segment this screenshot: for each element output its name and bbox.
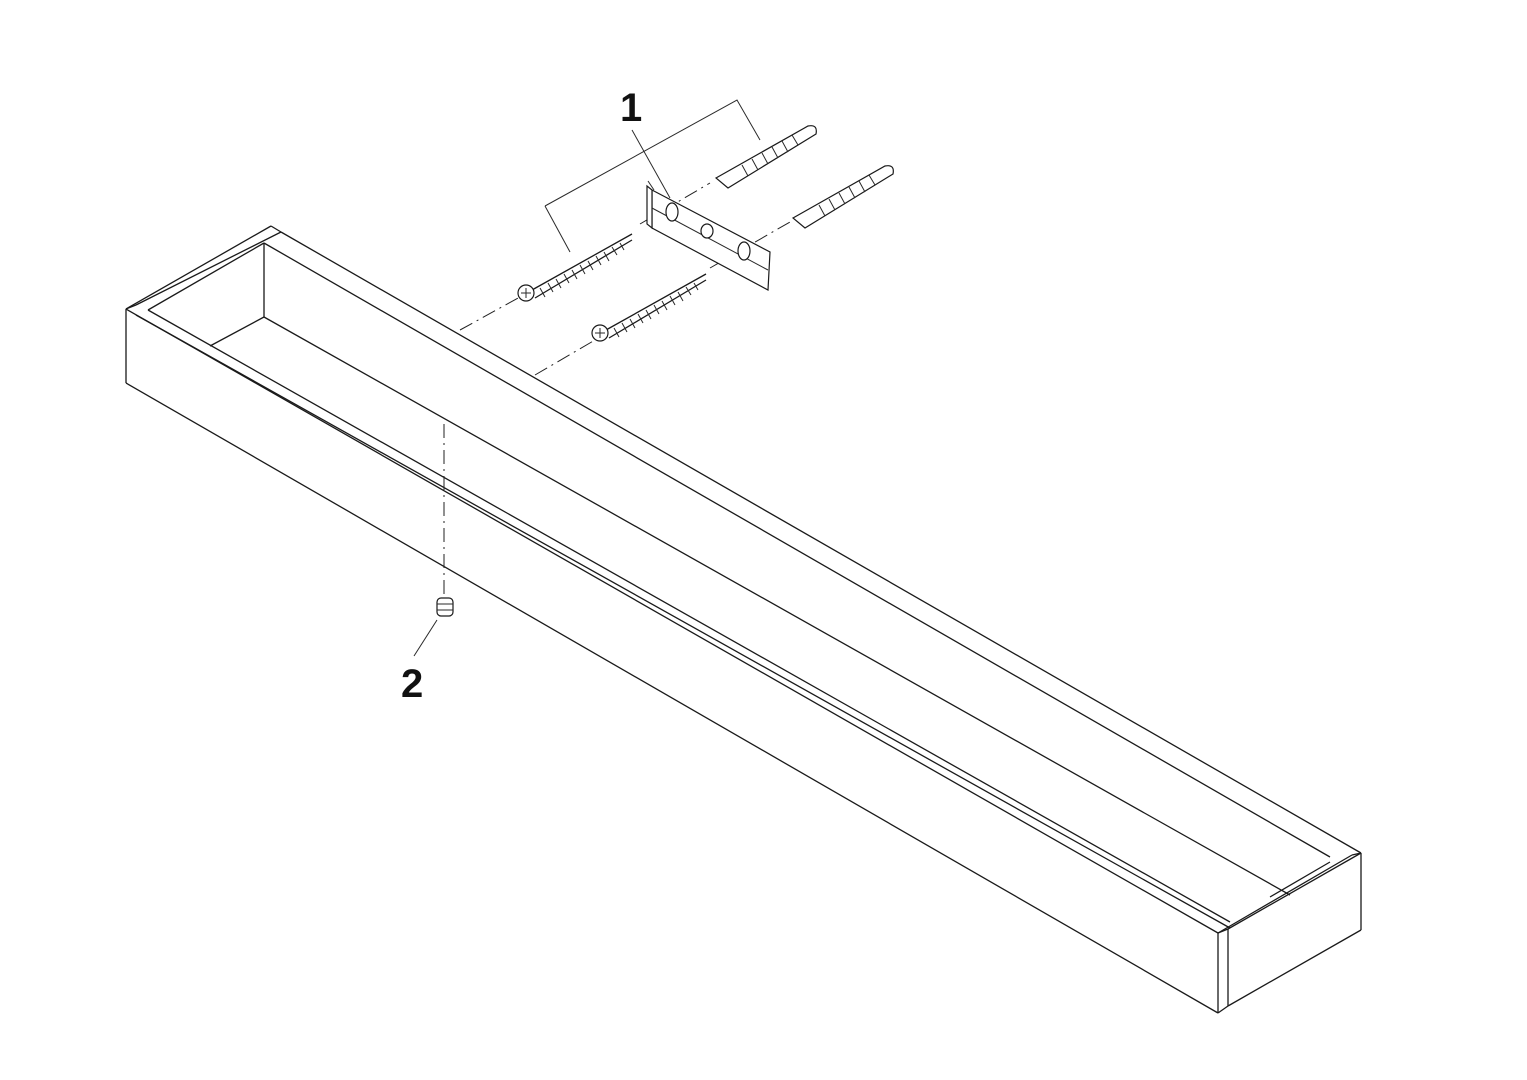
callout-leaders <box>413 99 761 657</box>
wall-plug-2 <box>791 165 894 229</box>
mounting-bracket <box>646 180 771 291</box>
callout-2: 2 <box>401 662 424 706</box>
wood-screw-1 <box>517 233 633 302</box>
callout-1: 1 <box>620 86 643 130</box>
set-screw <box>436 597 454 617</box>
tray <box>125 225 1362 1014</box>
wood-screw-2 <box>591 273 707 342</box>
wall-plug-1 <box>714 125 817 189</box>
